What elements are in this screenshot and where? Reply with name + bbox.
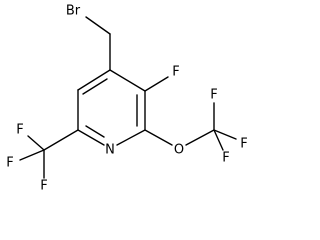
bond-c6-n-inner (85, 125, 105, 138)
bond-n-c2 (116, 129, 146, 146)
bond-cf3-f-left (19, 149, 45, 161)
atom-label-br: Br (66, 4, 81, 19)
atom-label-f-cf3-top: F (16, 123, 23, 138)
bond-ch2-br (85, 16, 111, 35)
atom-label-f-ocf3-bottom: F (222, 151, 229, 166)
atom-label-f-cf3-bottom: F (40, 179, 47, 194)
bond-cf3-f-top (27, 135, 45, 151)
atom-label-o: O (174, 143, 184, 158)
atom-labels: Br F N O F F F F F F (6, 4, 247, 194)
bond-c4-c5-inner (82, 78, 108, 95)
atom-label-f-ring: F (172, 65, 179, 80)
atom-label-n: N (105, 143, 115, 158)
atom-label-f-ocf3-right: F (240, 137, 247, 152)
bond-c2-o (144, 129, 173, 146)
bond-c6-cf3 (43, 129, 79, 151)
bond-ocf3-f-bottom (213, 129, 224, 151)
atom-label-f-cf3-left: F (6, 156, 13, 171)
bond-c4-c3 (109, 69, 146, 92)
bond-ocf3-f-right (213, 129, 237, 140)
bond-lines (19, 16, 237, 179)
bond-c3-f (144, 76, 169, 92)
atom-label-f-ocf3-top: F (210, 88, 217, 103)
bond-o-c (185, 129, 215, 146)
chemical-structure: Br F N O F F F F F F (6, 4, 247, 194)
bond-c6-n (77, 129, 105, 146)
bond-c4-c5 (77, 69, 111, 91)
